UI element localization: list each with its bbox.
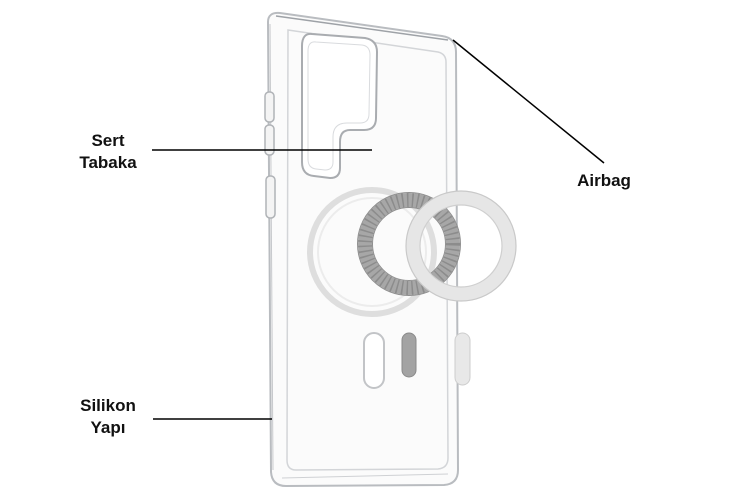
case-alignment-slot bbox=[363, 332, 385, 389]
label-airbag-text: Airbag bbox=[577, 171, 631, 190]
label-silikon-yapi: Silikon Yapı bbox=[60, 395, 156, 439]
camera-cutout-inner bbox=[307, 41, 371, 171]
label-silikon-yapi-line2: Yapı bbox=[90, 418, 126, 437]
label-silikon-yapi-line1: Silikon bbox=[80, 396, 136, 415]
case-magsafe-ring-outer bbox=[307, 187, 437, 317]
label-sert-tabaka-line1: Sert bbox=[91, 131, 125, 150]
side-button-power bbox=[265, 175, 276, 219]
label-airbag: Airbag bbox=[566, 170, 642, 192]
side-button-middle bbox=[264, 124, 275, 156]
leader-line-airbag bbox=[452, 39, 605, 164]
case-top-edge bbox=[275, 15, 449, 41]
case-magsafe-ring-inner bbox=[317, 197, 427, 307]
magnet-ring-light bbox=[405, 190, 517, 302]
label-sert-tabaka: Sert Tabaka bbox=[60, 130, 156, 174]
magnet-alignment-bar-light bbox=[454, 332, 471, 386]
magnet-alignment-bar-gray bbox=[401, 332, 417, 378]
case-bottom-edge bbox=[281, 473, 449, 479]
side-button-upper bbox=[264, 91, 275, 123]
label-sert-tabaka-line2: Tabaka bbox=[79, 153, 137, 172]
camera-cutout bbox=[301, 32, 379, 180]
magnet-ring-gray bbox=[357, 192, 461, 296]
case-inner-shell bbox=[286, 29, 449, 471]
